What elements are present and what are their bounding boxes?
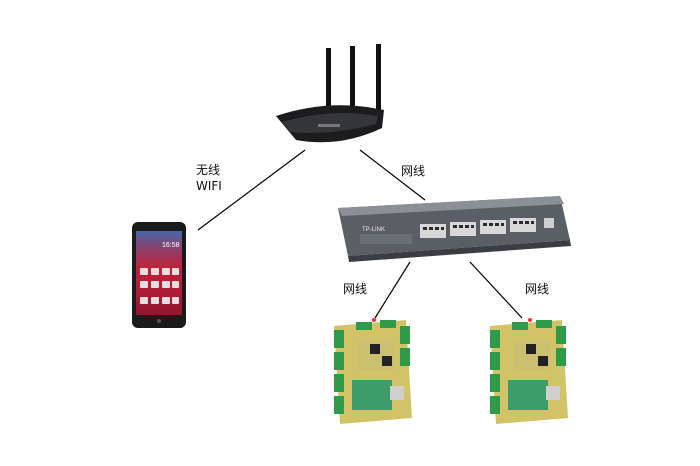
phone-icon (132, 222, 186, 328)
line-router-phone (197, 149, 306, 231)
switch-brand-text: TP-LINK (362, 227, 385, 233)
line-switch-controller-left (374, 261, 411, 319)
cable-label-switch-left: 网线 (343, 282, 368, 296)
phone-clock-text: 16:58 (162, 242, 180, 249)
wireless-label-en: WIFI (196, 179, 222, 193)
cable-label-router-switch: 网线 (401, 164, 426, 178)
router-icon (276, 44, 384, 143)
controller-board-left-icon (334, 318, 412, 424)
line-router-switch (359, 149, 426, 201)
controller-board-right-icon (490, 318, 568, 424)
line-switch-controller-right (469, 261, 523, 319)
cable-label-switch-right: 网线 (525, 282, 550, 296)
wireless-label-cn: 无线 (196, 163, 221, 177)
switch-icon (338, 196, 571, 262)
